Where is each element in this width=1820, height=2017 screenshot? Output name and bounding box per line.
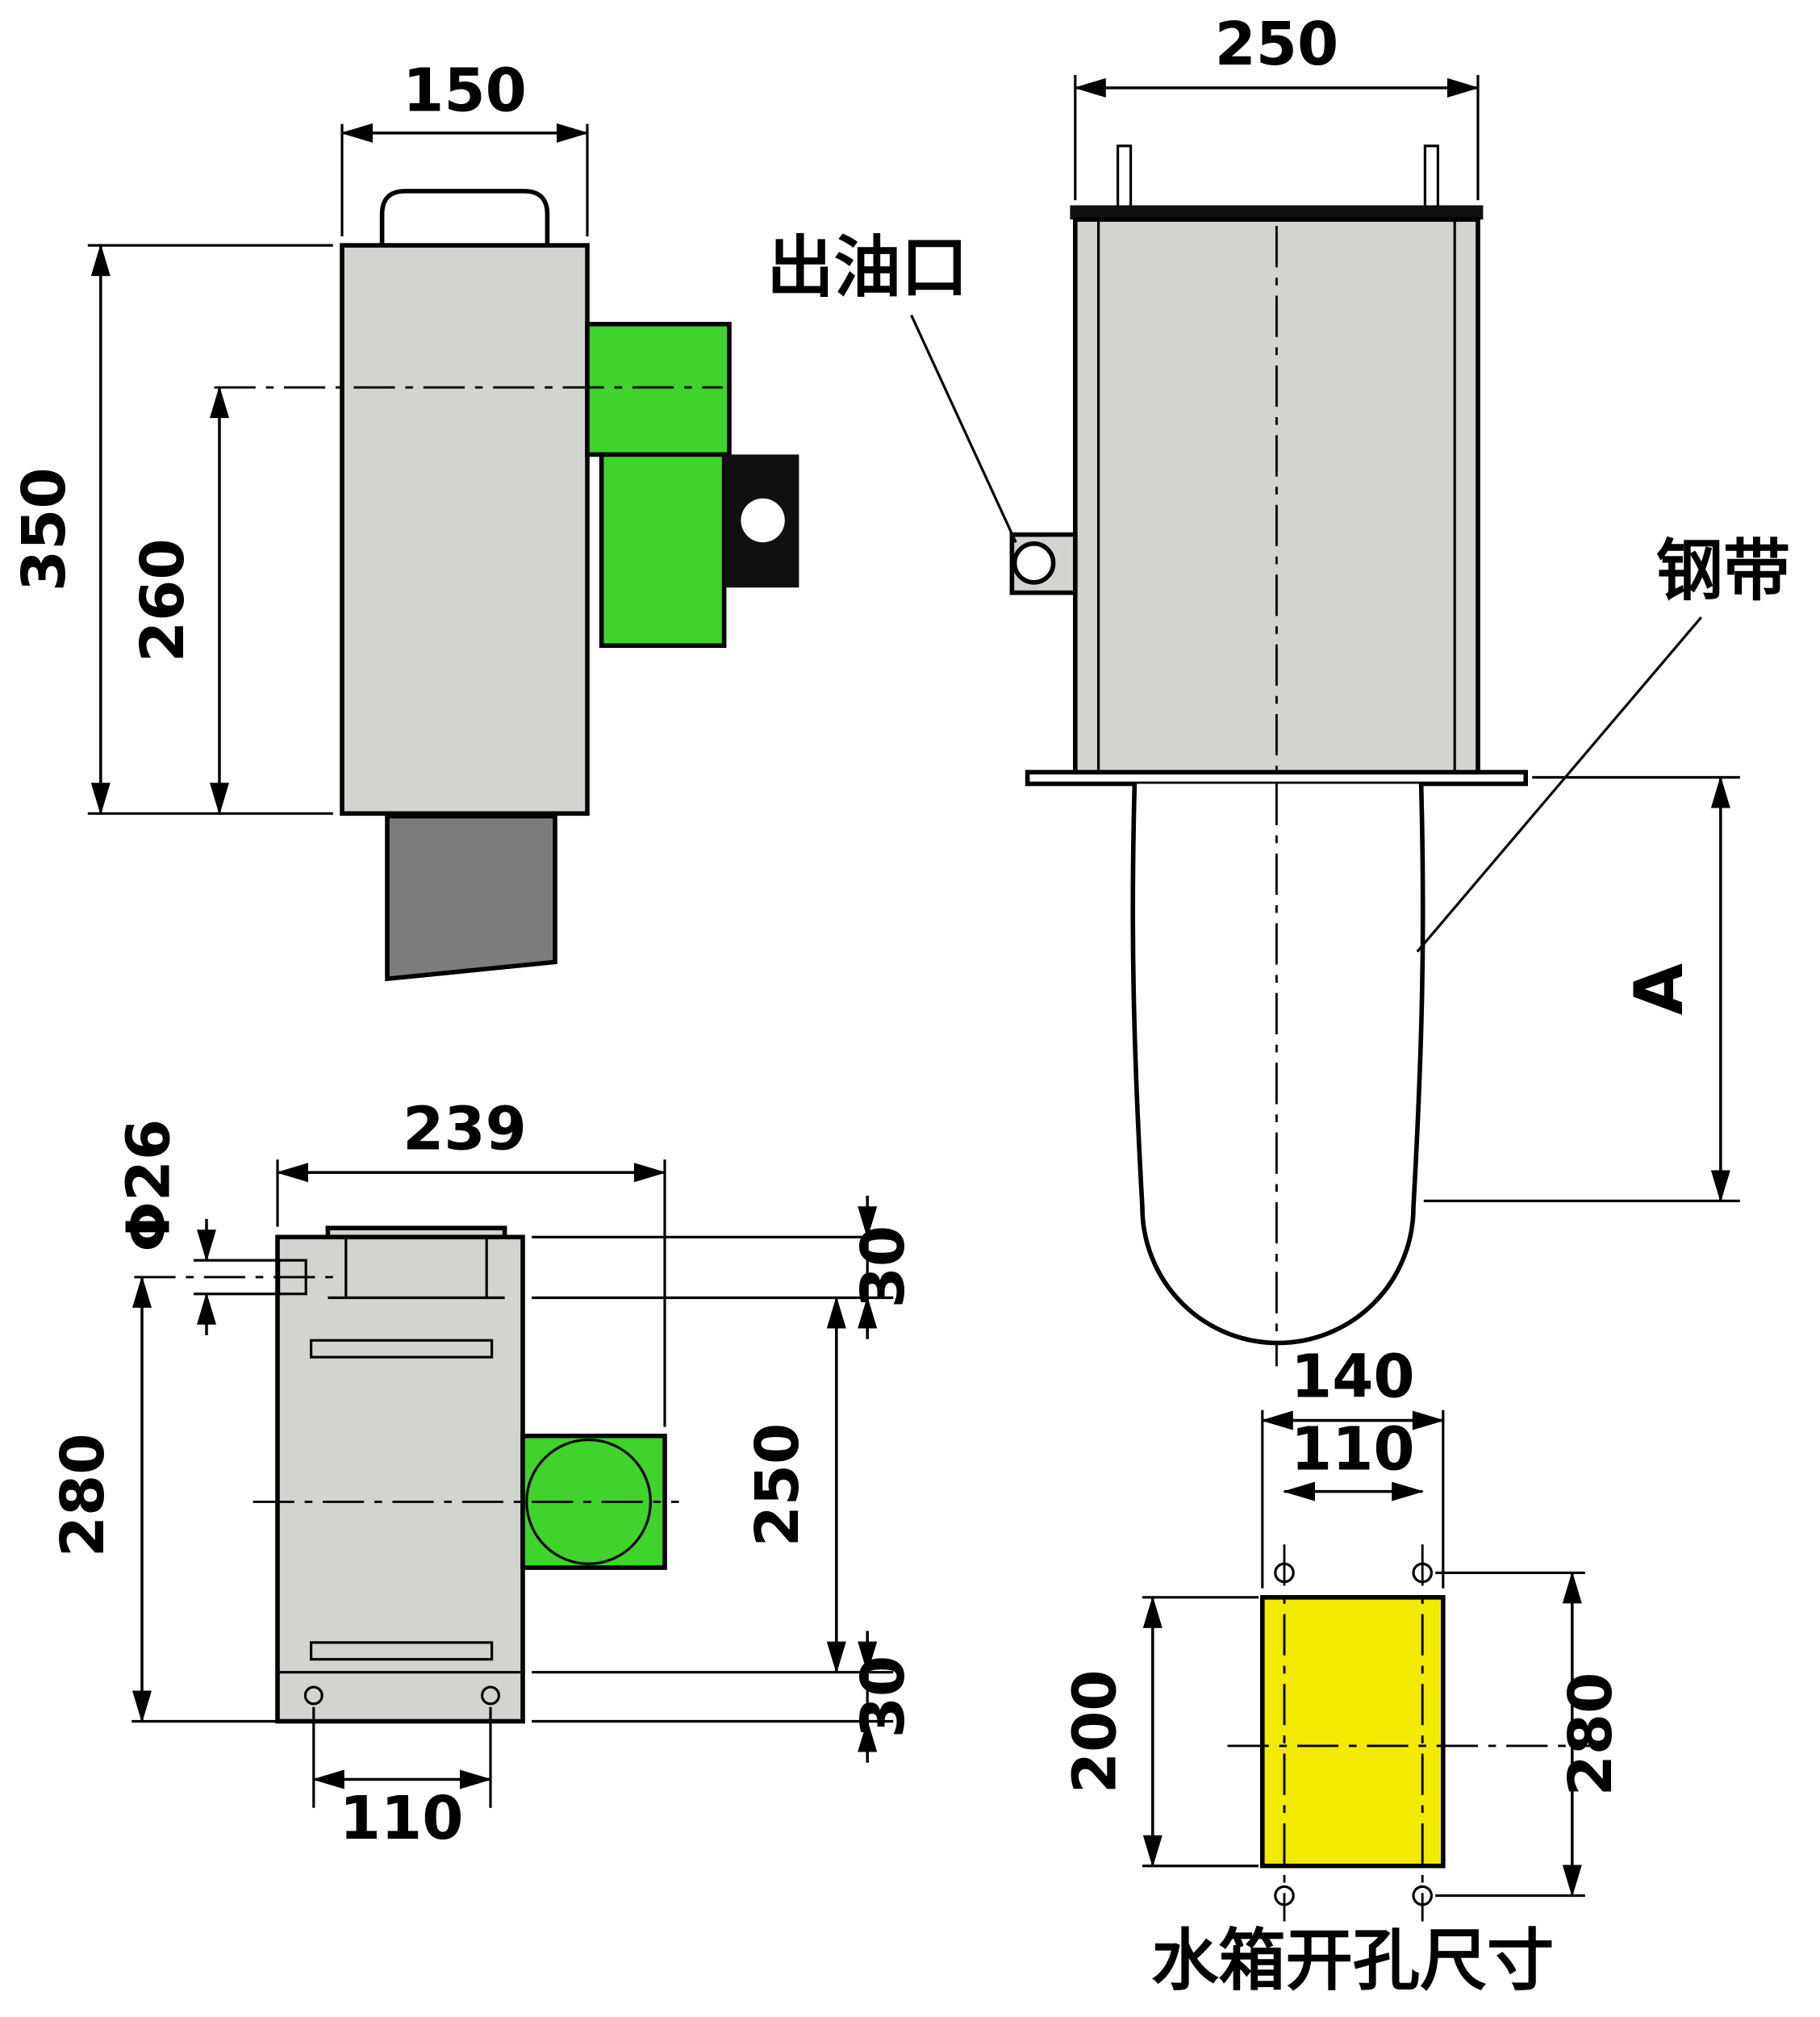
steel-band-leader <box>1416 616 1703 953</box>
bottom-flange <box>1025 770 1528 787</box>
cutout-caption: 水箱开孔尺寸 <box>1151 1921 1554 1999</box>
handle-outline <box>379 189 550 248</box>
oil-outlet-port <box>1012 541 1056 585</box>
pump-body-top <box>275 1234 525 1724</box>
dim-350-label: 350 <box>10 467 79 591</box>
bolt-hole-tl <box>1274 1562 1295 1584</box>
mount-pin-right <box>1423 144 1439 208</box>
green-block-upper <box>585 321 732 457</box>
hatch-slot-top <box>310 1338 494 1359</box>
oil-outlet-label: 出油口 <box>766 228 968 307</box>
dim-239-label: 239 <box>403 1095 527 1163</box>
dim-30t-label: 30 <box>849 1226 918 1308</box>
front-view: 250 出油口 钢带 A <box>766 10 1790 1367</box>
pump-body-side <box>340 243 590 816</box>
dim-110c-label: 110 <box>1291 1415 1415 1484</box>
side-view: 150 350 260 <box>10 57 799 982</box>
bolt-hole-bl <box>1274 1885 1295 1906</box>
bracket-hole <box>741 498 785 543</box>
cutout-view: 140 110 200 280 水箱开孔尺寸 <box>1061 1343 1625 2000</box>
mount-hole-right <box>481 1685 500 1706</box>
dim-140-label: 140 <box>1291 1343 1415 1412</box>
tank-top-plate <box>1070 205 1484 220</box>
dim-a-label: A <box>1620 963 1698 1015</box>
dim-250-label: 250 <box>1215 10 1339 79</box>
suction-stem <box>385 813 557 982</box>
green-block-lower <box>599 452 727 649</box>
dim-110-label: 110 <box>340 1785 464 1853</box>
dim-200-label: 200 <box>1061 1669 1129 1794</box>
mount-pin-left <box>1117 144 1133 208</box>
dim-280c-label: 280 <box>1557 1672 1626 1797</box>
steel-band-label: 钢带 <box>1656 532 1790 610</box>
hatch-slot-bottom <box>310 1641 494 1661</box>
green-port-circle <box>525 1438 652 1565</box>
dim-150-label: 150 <box>403 57 527 126</box>
dim-260-label: 260 <box>129 538 198 662</box>
top-view: 239 Φ26 280 30 250 30 110 <box>49 1095 918 1853</box>
bolt-hole-tr <box>1412 1562 1433 1584</box>
mount-hole-left <box>303 1685 324 1706</box>
filter-bag <box>1130 783 1426 1346</box>
dim-250v-label: 250 <box>744 1423 812 1547</box>
dim-phi26-label: Φ26 <box>115 1119 184 1252</box>
bolt-hole-br <box>1412 1885 1433 1906</box>
oil-outlet-leader <box>910 314 1017 543</box>
cutout-rect <box>1260 1595 1446 1869</box>
dim-280-label: 280 <box>49 1434 118 1558</box>
dim-30b-label: 30 <box>849 1656 918 1738</box>
